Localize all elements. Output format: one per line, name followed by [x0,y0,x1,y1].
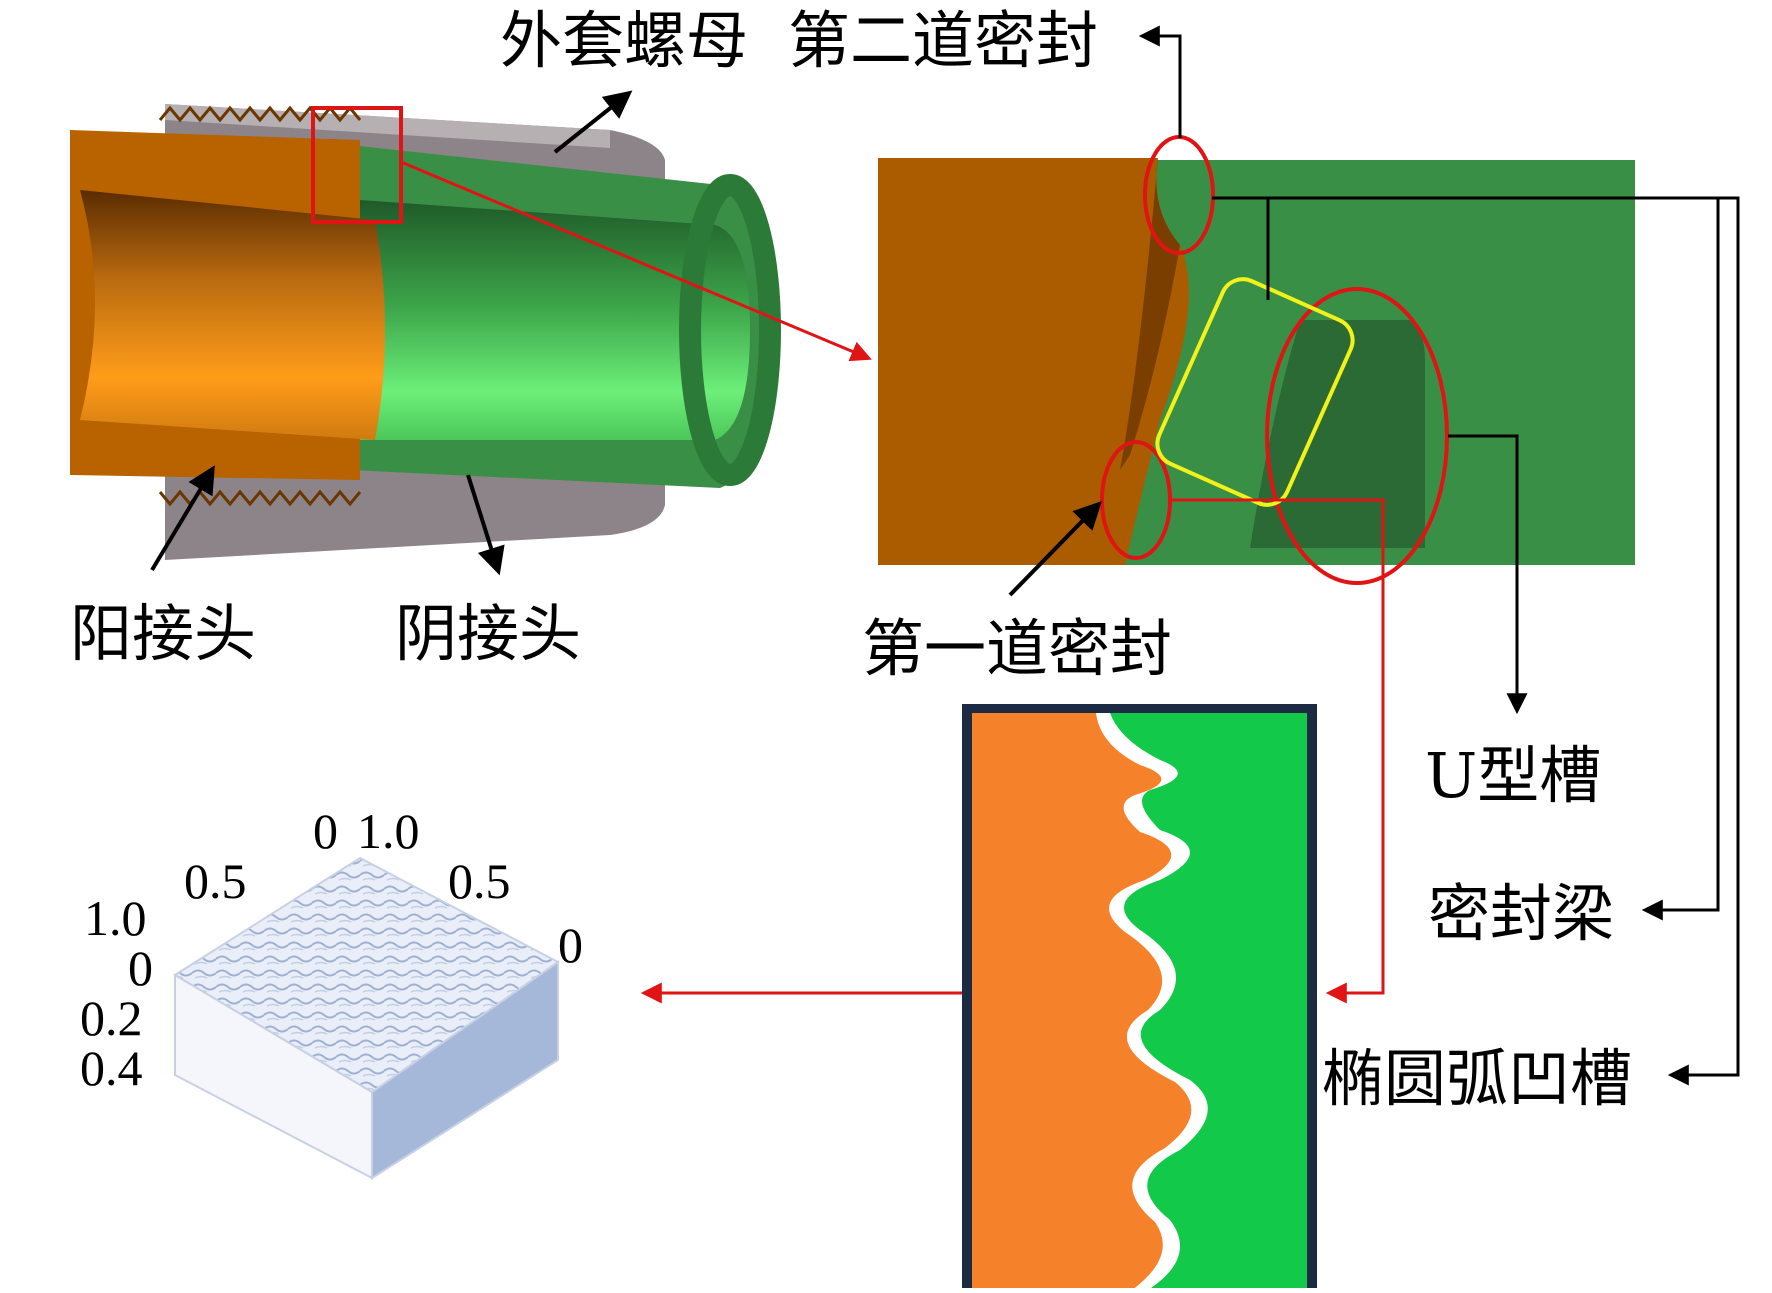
seal-beam-highlight [1155,277,1355,507]
second-seal-label: 第二道密封 [788,4,1098,77]
u-groove-shape [1250,320,1425,548]
u-groove-highlight [1265,287,1449,585]
axis-z-top: 1.0 [84,890,147,946]
seal-beam-label: 密封梁 [1428,877,1614,950]
axis-left-mid: 0.5 [184,853,247,909]
u-groove-leader [1448,434,1528,715]
male-joint-arrow [150,465,215,572]
axis-z-0: 0 [128,940,153,996]
ellipse-groove-leader [1212,196,1740,1086]
surface-axis-labels: 0 1.0 0.5 0.5 0 1.0 0 0.2 0.4 [80,803,583,1096]
copper-seal-lip [1120,158,1180,470]
surface-block-top [173,856,560,1094]
ellipse-groove-label: 椭圆弧凹槽 [1322,1042,1632,1115]
outer-nut-label: 外套螺母 [500,4,748,77]
axis-z-04: 0.4 [80,1040,143,1096]
zoom-arrow [400,160,872,362]
female-joint-bore [360,200,750,440]
rough-surface-block [173,856,560,1180]
contact-map [962,704,1317,1293]
first-seal-label: 第一道密封 [862,612,1172,685]
female-joint-label: 阴接头 [395,597,581,670]
axis-top-back: 0 [313,803,338,859]
axis-top-back2: 1.0 [357,803,420,859]
first-seal-arrow [1008,500,1102,597]
contact-map-arrow [1170,498,1385,1004]
labels: 外套螺母 第二道密封 阳接头 阴接头 第一道密封 U型槽 密封梁 椭圆弧凹槽 [70,4,1632,1115]
detail-box [311,106,403,224]
u-groove-label: U型槽 [1425,739,1601,812]
axis-z-02: 0.2 [80,990,143,1046]
male-joint-bore [80,190,385,440]
seal-detail-view [878,135,1635,585]
female-joint-arrow [466,474,505,576]
axis-right-end: 0 [558,917,583,973]
axis-right-mid: 0.5 [448,853,511,909]
contact-map-orange [972,713,1192,1293]
second-seal-leader [1138,25,1182,138]
leader-lines [150,25,1740,1086]
male-joint-label: 阳接头 [70,597,256,670]
outer-nut-arrow [553,90,633,154]
assembly-cutaway [70,104,781,560]
female-joint-end-face [679,174,781,486]
thread-top [158,105,362,123]
